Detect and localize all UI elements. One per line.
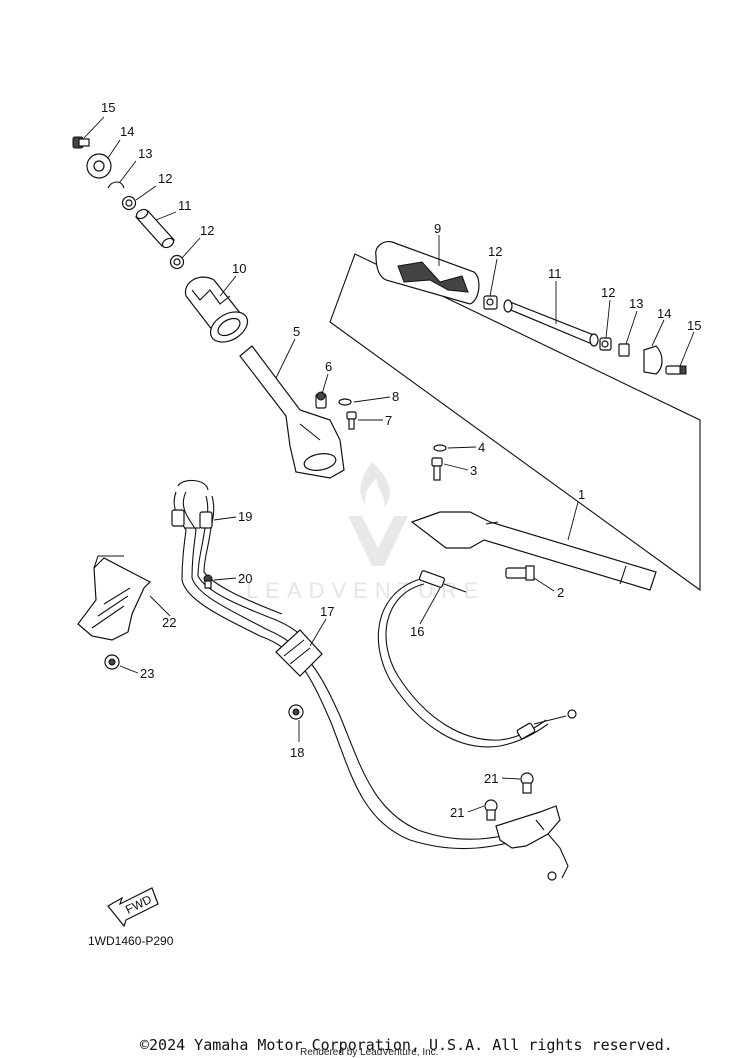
bolt-23 <box>104 654 120 670</box>
callout-2: 2 <box>557 585 564 600</box>
callout-11-left: 11 <box>178 198 192 213</box>
callout-19: 19 <box>238 509 252 524</box>
nut-left-2 <box>169 254 185 270</box>
washer-4 <box>433 444 447 452</box>
bolt-6 <box>315 391 327 409</box>
callout-13-right: 13 <box>629 296 643 311</box>
circlip-right <box>618 343 630 357</box>
callout-12-left-inner: 12 <box>200 223 214 238</box>
callout-15-right: 15 <box>687 318 701 333</box>
cable-end-loop <box>177 479 209 491</box>
washer-8 <box>338 398 352 406</box>
callout-3: 3 <box>470 463 477 478</box>
callouts: 15 14 13 12 11 12 10 9 12 11 12 13 14 15… <box>101 100 701 820</box>
callout-12-right-inner: 12 <box>488 244 502 259</box>
callout-9: 9 <box>434 221 441 236</box>
collar-right <box>503 299 599 347</box>
callout-12-right-outer: 12 <box>601 285 615 300</box>
callout-4: 4 <box>478 440 485 455</box>
callout-13-left: 13 <box>138 146 152 161</box>
grip-left <box>184 276 249 343</box>
bar-end-weight-right <box>643 345 663 375</box>
callout-11-right: 11 <box>548 266 562 281</box>
callout-12-left-outer: 12 <box>158 171 172 186</box>
callout-10: 10 <box>232 261 246 276</box>
copyright-notice: ©2024 Yamaha Motor Corporation, U.S.A. A… <box>140 1036 673 1054</box>
bolt-2 <box>505 565 535 581</box>
bracket-22 <box>77 555 152 641</box>
bar-end-weight-left <box>86 153 112 179</box>
nut-right-1 <box>483 295 498 310</box>
callout-21-upper: 21 <box>484 771 498 786</box>
lever-bracket <box>495 805 569 881</box>
throttle-cable-16 <box>377 570 577 748</box>
grip-right <box>375 241 480 305</box>
nut-right-2 <box>599 337 612 351</box>
callout-17: 17 <box>320 604 334 619</box>
screw-18 <box>288 704 304 720</box>
exploded-view-frame <box>329 253 701 592</box>
callout-23: 23 <box>140 666 154 681</box>
watermark-text: LEADVENTURE <box>246 578 486 603</box>
bar-end-bolt-right <box>665 365 687 375</box>
rendered-by-notice: Rendered by LeadVenture, Inc. <box>300 1047 438 1058</box>
callout-1: 1 <box>578 487 585 502</box>
callout-5: 5 <box>293 324 300 339</box>
callout-14-left: 14 <box>120 124 134 139</box>
bolt-21-lower <box>484 799 498 821</box>
callout-14-right: 14 <box>657 306 671 321</box>
callout-22: 22 <box>162 615 176 630</box>
handlebar-left <box>239 345 345 479</box>
diagram-part-code: 1WD1460-P290 <box>88 934 174 948</box>
callout-15-left: 15 <box>101 100 115 115</box>
bar-end-bolt-left <box>72 136 90 149</box>
handlebar-right <box>410 511 657 591</box>
bolt-21-upper <box>520 772 534 794</box>
bolt-3 <box>431 457 443 481</box>
callout-7: 7 <box>385 413 392 428</box>
callout-20: 20 <box>238 571 252 586</box>
callout-6: 6 <box>325 359 332 374</box>
leader-lines <box>83 116 695 813</box>
cable-holder-19 <box>171 509 213 529</box>
callout-18: 18 <box>290 745 304 760</box>
collar-left <box>135 208 175 249</box>
callout-16: 16 <box>410 624 424 639</box>
callout-8: 8 <box>392 389 399 404</box>
bolt-7 <box>346 411 357 430</box>
circlip-left <box>107 181 125 189</box>
fwd-arrow-icon: FWD <box>107 887 159 928</box>
cable-clamp-17 <box>275 629 323 677</box>
callout-21-lower: 21 <box>450 805 464 820</box>
screw-20 <box>203 574 213 589</box>
nut-left-1 <box>121 195 137 211</box>
